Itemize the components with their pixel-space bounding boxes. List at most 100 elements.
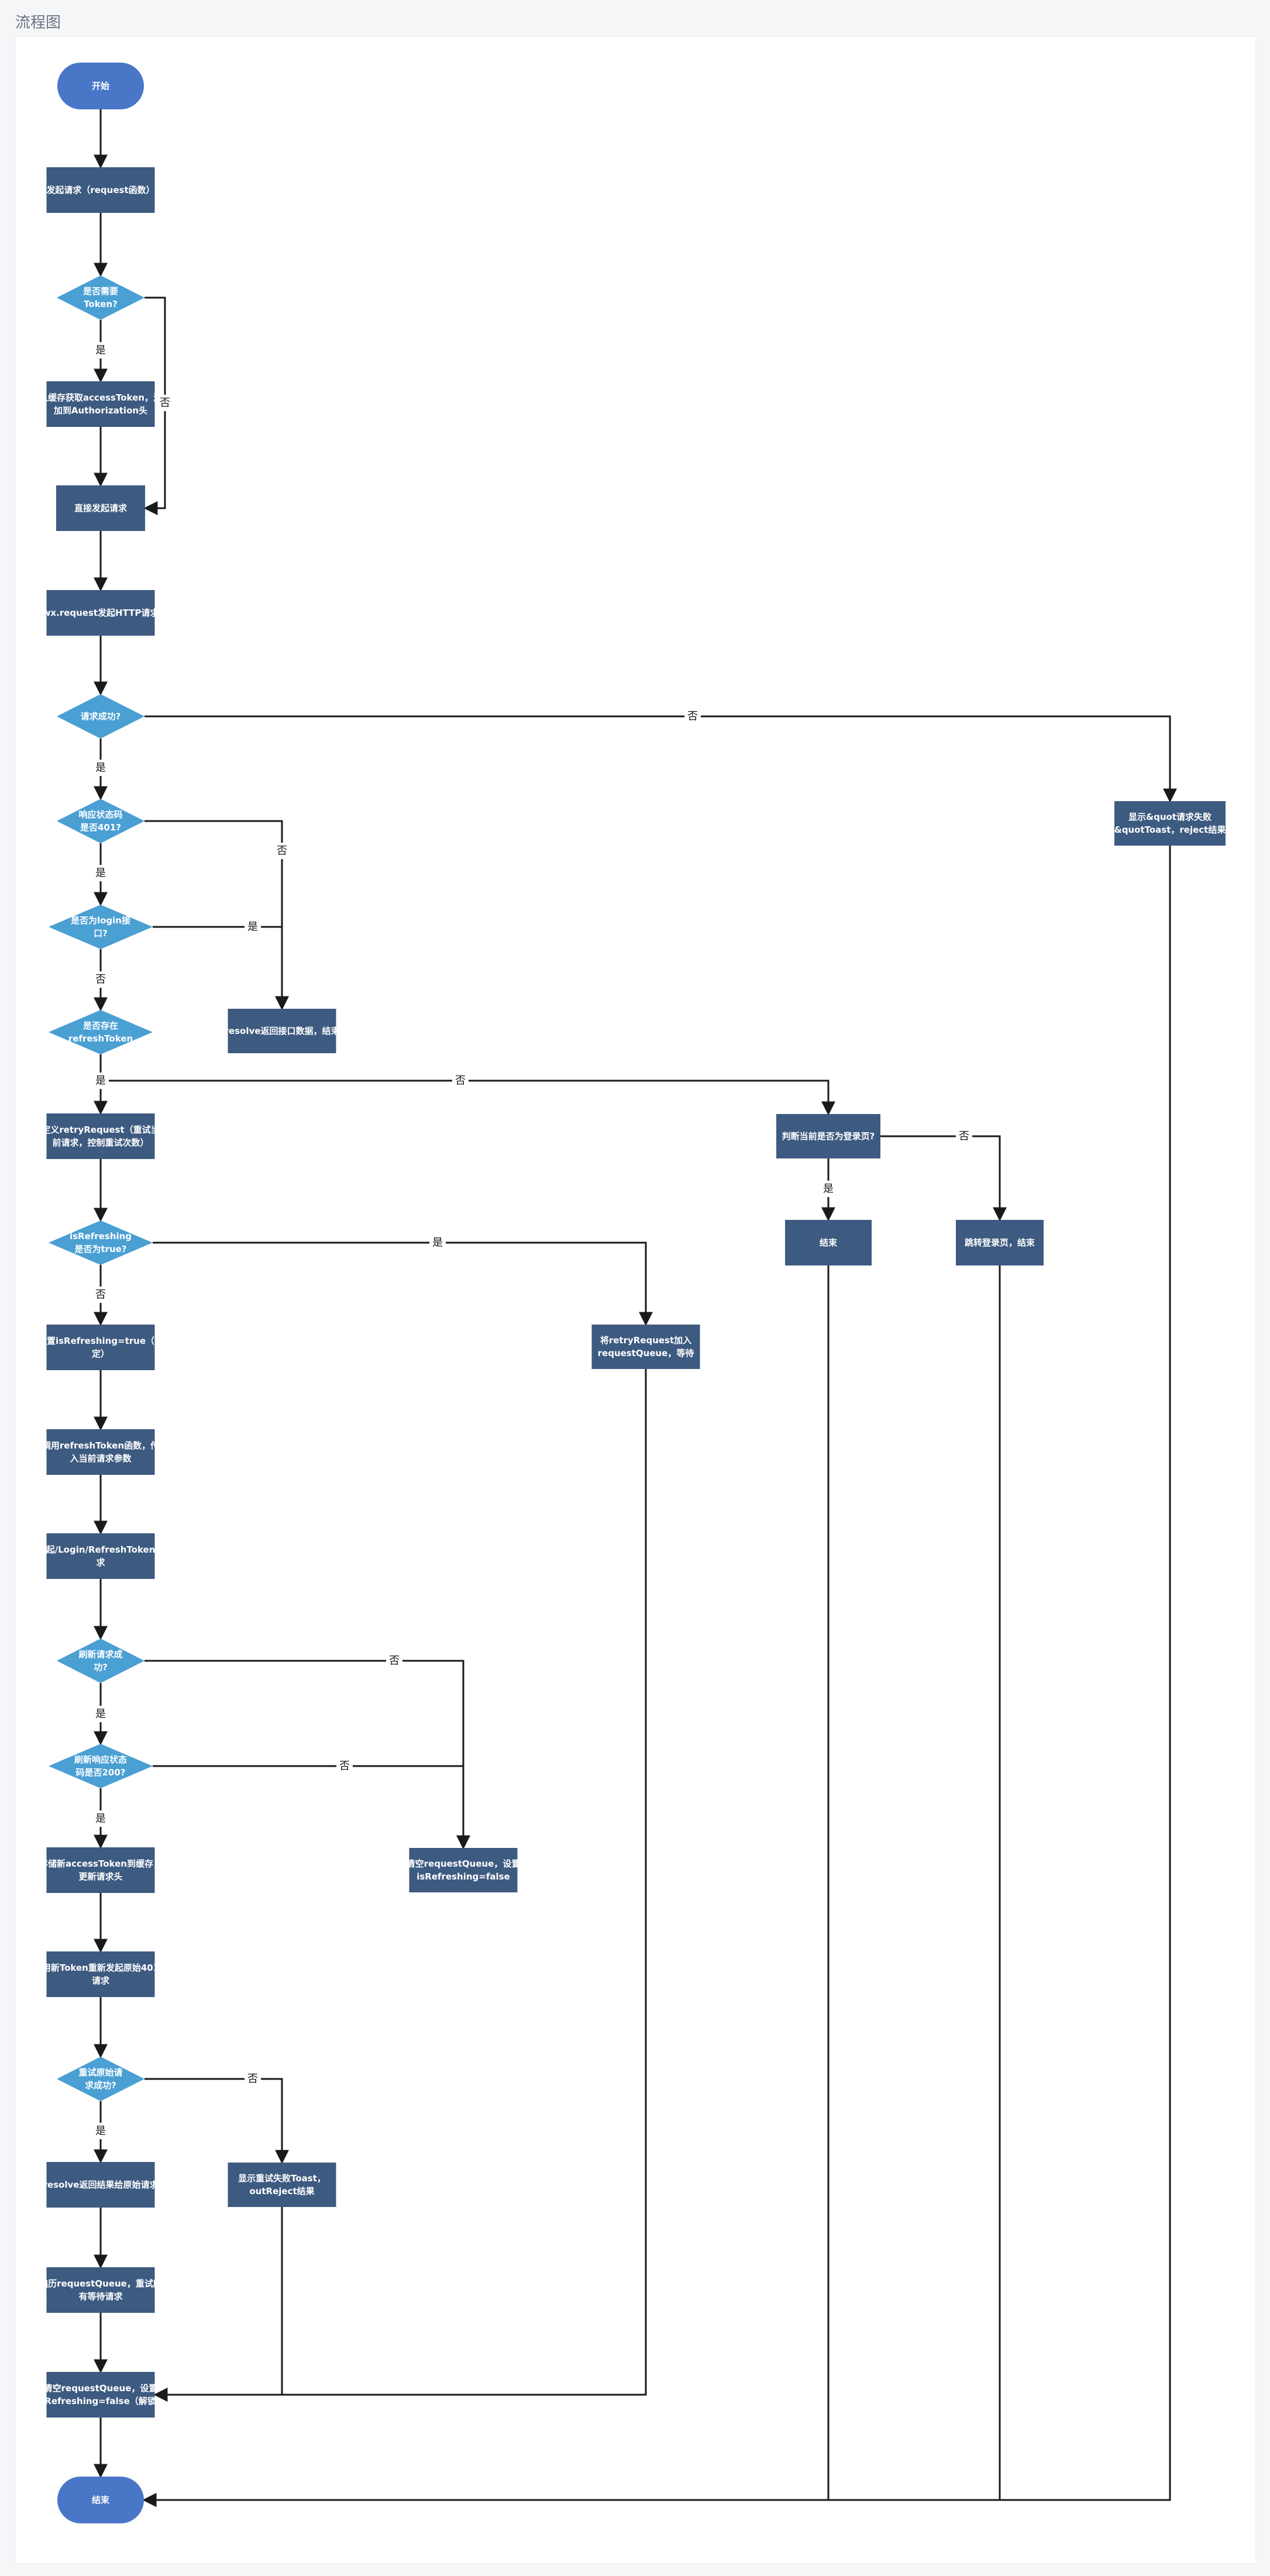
node-label: isRefreshing [70, 1231, 132, 1242]
node-label: 是否401? [80, 822, 121, 833]
svg-text:是: 是 [95, 762, 106, 774]
svg-text:否: 否 [95, 1289, 106, 1301]
edge-n_jumplogin-to-end [142, 1265, 1001, 2507]
edge-d_success-to-n_failtoast [144, 715, 1177, 803]
node-n_request[interactable]: 发起请求（request函数） [46, 167, 155, 213]
node-n_store[interactable]: 存储新accessToken到缓存，更新请求头 [39, 1847, 162, 1893]
svg-text:是: 是 [95, 1708, 106, 1720]
edge-n_retryfail-to-n_clear2 [153, 2207, 283, 2402]
node-label: isRefreshing=false [417, 1871, 510, 1882]
node-n_resolve[interactable]: resolve返回接口数据，结束 [225, 1009, 340, 1053]
edge-n_queue-to-n_clear2 [153, 1369, 647, 2402]
node-label: 直接发起请求 [74, 503, 128, 513]
node-label: 开始 [92, 81, 109, 91]
node-label: 请求成功? [81, 711, 121, 722]
node-d_isref[interactable]: isRefreshing 是否为true? [49, 1220, 153, 1265]
node-label: 将retryRequest加入 [600, 1335, 691, 1346]
node-start[interactable]: 开始 [57, 63, 144, 109]
node-end[interactable]: 结束 [57, 2477, 144, 2523]
svg-text:是: 是 [95, 344, 106, 357]
node-label: 跳转登录页，结束 [965, 1237, 1035, 1248]
node-label: 前请求，控制重试次数） [52, 1137, 149, 1148]
edge-label: 是 [92, 1811, 109, 1827]
edge-d_login-to-n_resolve [153, 926, 289, 1011]
node-label: 响应状态码 [78, 809, 122, 820]
edge-d_401-to-n_resolve [144, 820, 289, 1011]
node-d_success[interactable]: 请求成功? [57, 694, 144, 739]
node-n_wxreq[interactable]: wx.request发起HTTP请求 [43, 590, 160, 636]
edge-label: 是 [820, 1181, 837, 1197]
edge-label: 是 [92, 865, 109, 881]
edge-label: 是 [429, 1234, 446, 1251]
node-label: 码是否200? [75, 1767, 125, 1778]
node-n_resolve2[interactable]: resolve返回结果给原始请求 [43, 2162, 159, 2208]
edge-label: 是 [92, 1706, 109, 1722]
svg-text:是: 是 [95, 1075, 106, 1087]
node-n_end_small[interactable]: 结束 [785, 1220, 872, 1265]
edge-label: 否 [245, 2071, 261, 2087]
node-label: 加到Authorization头 [53, 405, 147, 416]
node-n_setref[interactable]: 设置isRefreshing=true（锁定） [38, 1325, 163, 1370]
svg-text:是: 是 [823, 1183, 834, 1195]
node-n_clear1[interactable]: 清空requestQueue，设置 isRefreshing=false [407, 1848, 521, 1892]
edge-label: 否 [336, 1758, 353, 1774]
node-label: 是否为true? [74, 1244, 126, 1254]
node-label: 判断当前是否为登录页? [782, 1131, 875, 1142]
svg-text:否: 否 [959, 1130, 969, 1143]
svg-text:否: 否 [455, 1075, 466, 1087]
edge-label: 是 [92, 1073, 109, 1089]
edge-n_failtoast-to-end [142, 846, 1171, 2507]
svg-text:是: 是 [95, 1813, 106, 1825]
node-label: 刷新响应状态 [74, 1754, 127, 1765]
node-n_jumplogin[interactable]: 跳转登录页，结束 [956, 1220, 1044, 1265]
node-label: 结束 [92, 2495, 110, 2505]
node-label: 存储新accessToken到缓存， [39, 1858, 162, 1869]
node-d_loginpage[interactable]: 判断当前是否为登录页? [776, 1114, 880, 1158]
node-label: wx.request发起HTTP请求 [43, 608, 160, 618]
edge-d_retryok-to-n_retryfail [144, 2078, 289, 2164]
node-n_clear2[interactable]: 清空requestQueue，设置isRefreshing=false（解锁） [36, 2372, 165, 2418]
node-label: 发起/Login/RefreshToken请 [37, 1544, 164, 1555]
node-label: 调用refreshToken函数，传 [42, 1440, 159, 1451]
node-label: 清空requestQueue，设置 [407, 1858, 521, 1869]
edge-d_refok-to-n_clear1 [144, 1660, 470, 1850]
svg-text:否: 否 [389, 1655, 400, 1667]
node-label: 遍历requestQueue，重试所 [39, 2278, 162, 2289]
svg-text:否: 否 [277, 845, 287, 857]
node-label: outReject结果 [249, 2186, 315, 2196]
node-n_retryfail[interactable]: 显示重试失败Toast， outReject结果 [228, 2163, 336, 2207]
svg-text:是: 是 [95, 2125, 106, 2137]
node-n_failtoast[interactable]: 显示&quot请求失败&quotToast，reject结果 [1114, 801, 1227, 846]
node-label: resolve返回接口数据，结束 [225, 1026, 340, 1036]
node-label: 显示重试失败Toast， [238, 2173, 326, 2184]
edge-label: 是 [92, 760, 109, 776]
node-label: 是否需要 [82, 286, 118, 296]
node-label: refreshToken [68, 1033, 133, 1044]
svg-text:否: 否 [247, 2073, 258, 2085]
svg-text:否: 否 [339, 1760, 350, 1772]
edge-d_loginpage-to-n_jumplogin [880, 1135, 1007, 1222]
edge-label: 否 [386, 1653, 402, 1669]
edge-label: 否 [92, 1287, 109, 1303]
edge-d_ref200-to-n_clear1 [153, 1765, 470, 1850]
edge-label: 否 [684, 708, 701, 725]
node-label: 是否存在 [82, 1020, 118, 1031]
node-label: 定义retryRequest（重试当 [42, 1125, 159, 1135]
node-n_direct[interactable]: 直接发起请求 [56, 485, 145, 531]
node-d_refresh[interactable]: 是否存在 refreshToken [49, 1010, 153, 1054]
